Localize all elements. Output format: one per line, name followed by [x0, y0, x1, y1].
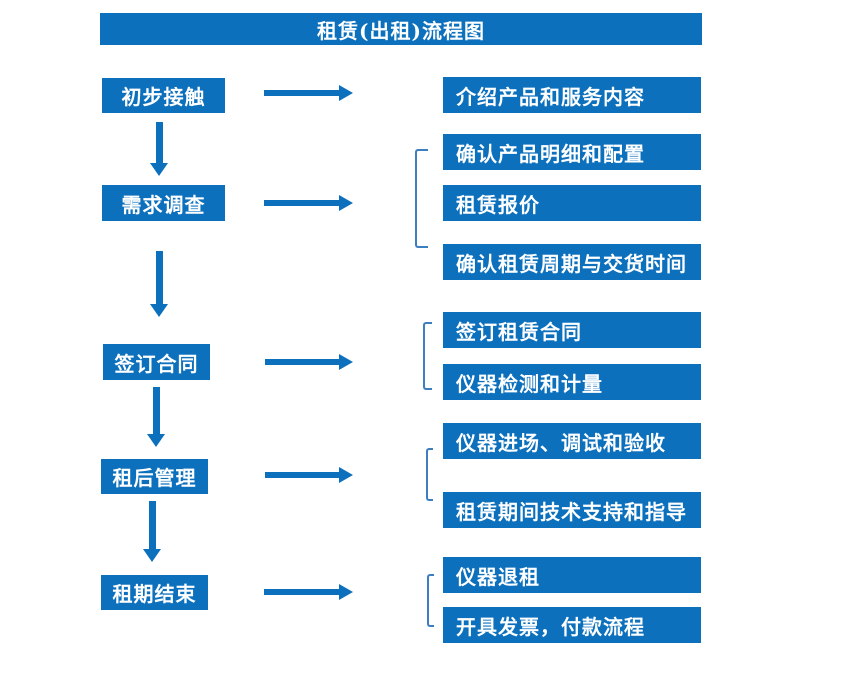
arrow-head	[150, 163, 168, 176]
group-bracket	[426, 448, 433, 501]
down-arrow-icon	[143, 501, 161, 562]
flow-step-label: 签订合同	[114, 351, 199, 376]
arrow-shaft	[265, 472, 339, 478]
arrow-head	[147, 434, 165, 447]
detail-label: 仪器检测和计量	[456, 371, 603, 396]
detail-box-confirm-period-delivery: 确认租赁周期与交货时间	[443, 244, 701, 280]
detail-label: 确认租赁周期与交货时间	[456, 251, 687, 276]
page-title: 租赁(出租)流程图	[317, 18, 485, 43]
detail-box-confirm-product-config: 确认产品明细和配置	[443, 134, 701, 170]
arrow-shaft	[265, 359, 339, 365]
group-bracket	[423, 322, 432, 390]
flow-step-label: 租期结束	[112, 582, 197, 606]
arrow-shaft	[148, 501, 156, 549]
down-arrow-icon	[147, 387, 165, 447]
detail-box-sign-rental-contract: 签订租赁合同	[443, 312, 701, 348]
detail-label: 开具发票，付款流程	[456, 614, 645, 639]
arrow-head	[339, 85, 353, 101]
detail-label: 租赁报价	[456, 192, 540, 217]
detail-label: 确认产品明细和配置	[456, 141, 645, 166]
arrow-shaft	[264, 200, 339, 206]
detail-box-instrument-setup-acceptance: 仪器进场、调试和验收	[443, 423, 701, 459]
flow-step-label: 租后管理	[112, 466, 197, 490]
right-arrow-icon	[265, 354, 353, 370]
arrow-shaft	[152, 387, 160, 434]
right-arrow-icon	[264, 85, 353, 101]
arrow-head	[150, 304, 168, 317]
flow-step-post-rental-management: 租后管理	[101, 459, 208, 494]
arrow-shaft	[155, 122, 163, 163]
down-arrow-icon	[150, 251, 168, 317]
right-arrow-icon	[264, 584, 353, 600]
arrow-shaft	[264, 90, 339, 96]
down-arrow-icon	[150, 122, 168, 176]
arrow-head	[143, 549, 161, 562]
detail-box-introduce-products: 介绍产品和服务内容	[443, 77, 701, 113]
title-banner: 租赁(出租)流程图	[100, 13, 702, 45]
arrow-shaft	[155, 251, 163, 304]
arrow-shaft	[264, 589, 339, 595]
arrow-head	[339, 195, 353, 211]
detail-label: 签订租赁合同	[456, 319, 582, 344]
group-bracket	[427, 574, 434, 627]
flow-step-rental-end: 租期结束	[101, 575, 208, 610]
detail-label: 仪器退租	[456, 564, 540, 589]
right-arrow-icon	[265, 467, 353, 483]
detail-box-invoice-payment: 开具发票，付款流程	[443, 607, 701, 643]
detail-box-technical-support: 租赁期间技术支持和指导	[443, 492, 701, 528]
detail-box-instrument-return: 仪器退租	[443, 557, 701, 593]
flow-step-label: 需求调查	[121, 192, 206, 217]
flow-step-sign-contract: 签订合同	[103, 344, 210, 380]
flow-step-initial-contact: 初步接触	[102, 78, 225, 113]
flow-step-demand-survey: 需求调查	[102, 185, 225, 221]
detail-label: 仪器进场、调试和验收	[456, 430, 666, 455]
flow-step-label: 初步接触	[121, 85, 206, 109]
arrow-head	[339, 354, 353, 370]
detail-box-rental-quotation: 租赁报价	[443, 185, 701, 221]
right-arrow-icon	[264, 195, 353, 211]
detail-box-instrument-testing: 仪器检测和计量	[443, 364, 701, 400]
detail-label: 租赁期间技术支持和指导	[456, 499, 687, 524]
group-bracket	[415, 149, 428, 248]
arrow-head	[339, 584, 353, 600]
detail-label: 介绍产品和服务内容	[456, 84, 645, 109]
arrow-head	[339, 467, 353, 483]
